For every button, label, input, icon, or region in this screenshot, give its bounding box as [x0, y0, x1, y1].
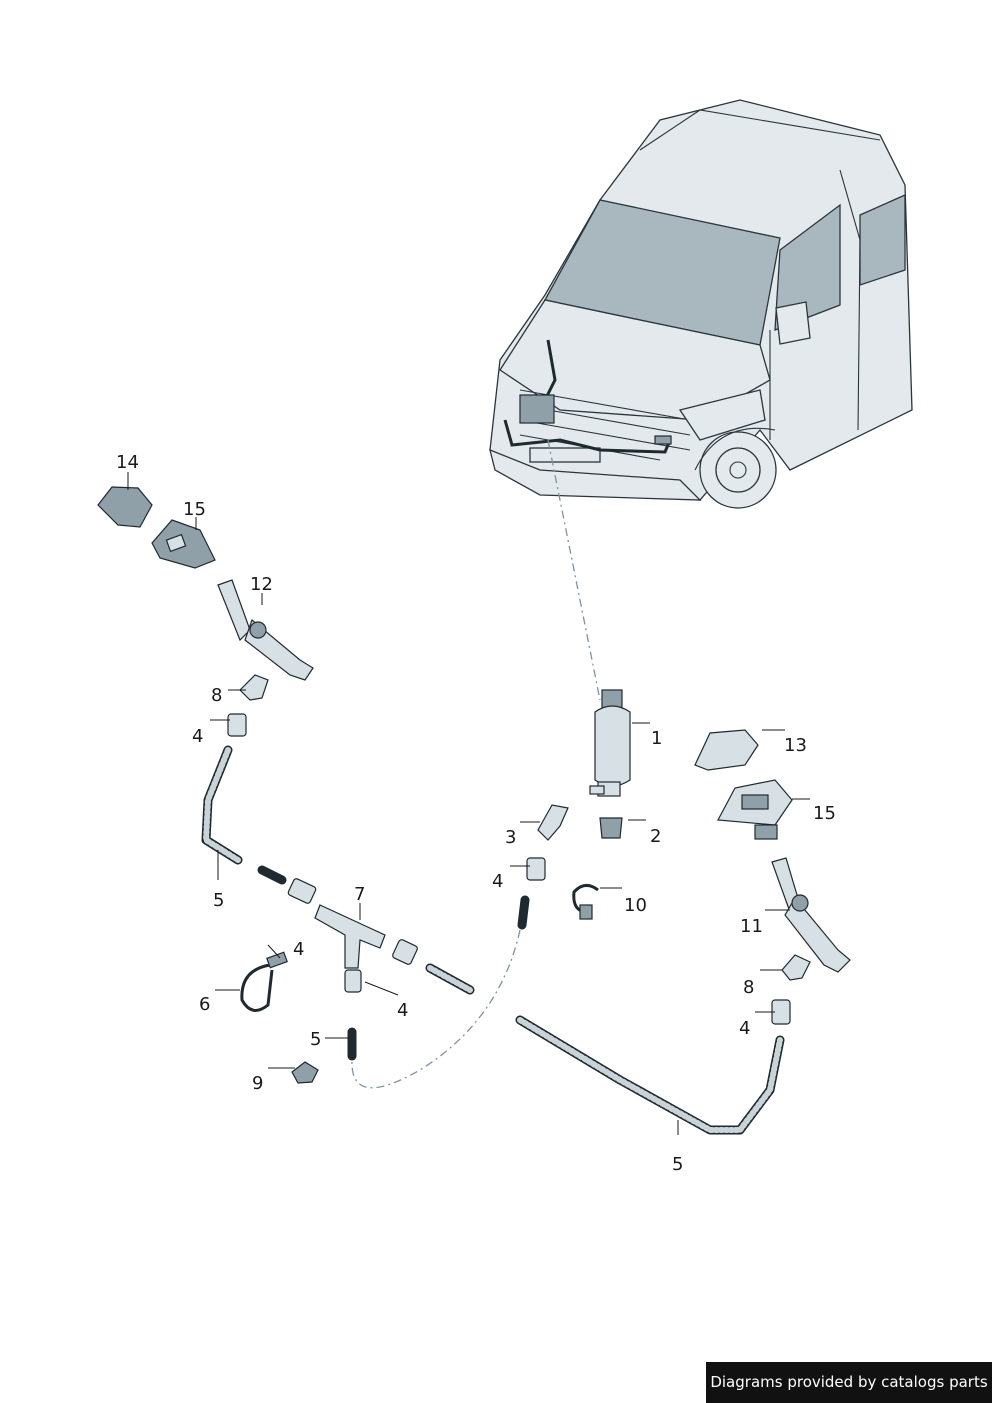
- hose-network: [201, 745, 785, 1135]
- callout-1: 1: [651, 728, 662, 749]
- callout-5: 5: [213, 890, 224, 911]
- t-connector: [314, 904, 386, 969]
- credit-banner: Diagrams provided by catalogs parts: [706, 1362, 992, 1403]
- callout-12: 12: [250, 574, 273, 595]
- callout-10: 10: [624, 895, 647, 916]
- pump-elbow-connector: [537, 804, 569, 841]
- nozzle-cap-left: [97, 486, 153, 528]
- hose-sleeve-3: [392, 939, 418, 965]
- nozzle-cap-right: [694, 729, 759, 771]
- callout-labels: 14 15 12 8 4 5 7 4 6 4 5 9 1 3 2 4 10 13…: [116, 452, 836, 1175]
- callout-7: 7: [354, 884, 365, 905]
- callout-8: 8: [743, 977, 754, 998]
- callout-4: 4: [293, 939, 304, 960]
- callout-3: 3: [505, 827, 516, 848]
- callout-4: 4: [192, 726, 203, 747]
- washer-pump: [589, 689, 631, 797]
- leader-lines: [127, 472, 810, 1135]
- washer-nozzle-right: [771, 857, 851, 973]
- callout-4: 4: [739, 1018, 750, 1039]
- callout-5: 5: [672, 1154, 683, 1175]
- callout-15: 15: [183, 499, 206, 520]
- hose-sleeve-1: [227, 713, 247, 737]
- van-illustration: [489, 99, 913, 509]
- pump-grommet: [599, 817, 623, 839]
- hose-sleeve-2: [287, 878, 317, 904]
- elbow-connector-right: [781, 954, 811, 981]
- callout-4: 4: [397, 1000, 408, 1021]
- callout-13: 13: [784, 735, 807, 756]
- washer-nozzle-left: [217, 579, 314, 681]
- hose-sleeve-4: [344, 969, 362, 993]
- callout-5: 5: [310, 1029, 321, 1050]
- hose-clip: [291, 1061, 319, 1084]
- elbow-connector-left: [239, 674, 269, 701]
- callout-14: 14: [116, 452, 139, 473]
- callout-4: 4: [492, 871, 503, 892]
- callout-11: 11: [740, 916, 763, 937]
- location-link-line: [547, 439, 601, 701]
- callout-8: 8: [211, 685, 222, 706]
- callout-15: 15: [813, 803, 836, 824]
- callout-9: 9: [252, 1073, 263, 1094]
- hose-sleeve-5: [526, 857, 546, 881]
- cable-tie: [240, 963, 274, 1012]
- callout-6: 6: [199, 994, 210, 1015]
- callout-2: 2: [650, 826, 661, 847]
